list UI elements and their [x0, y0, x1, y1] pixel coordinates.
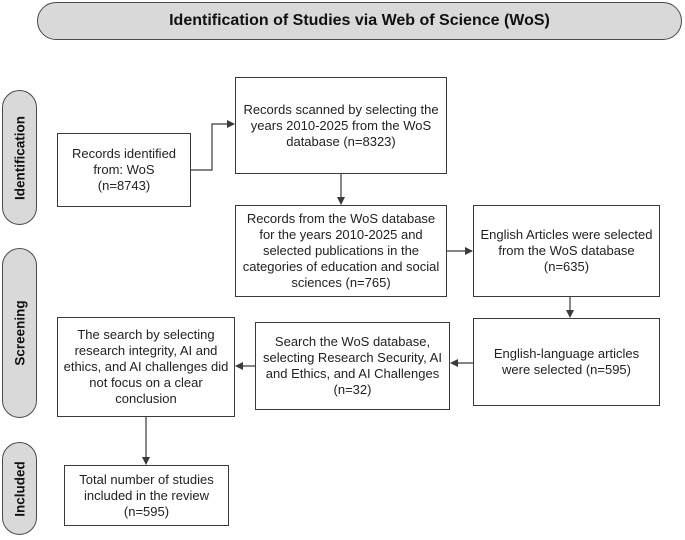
box-total-included: Total number of studies included in the …: [64, 465, 229, 526]
box-english-articles: English Articles were selected from the …: [473, 205, 660, 297]
box-english-language: English-language articles were selected …: [473, 318, 660, 406]
box-search-wos: Search the WoS database, selecting Resea…: [255, 322, 450, 410]
box-english-articles-text: English Articles were selected from the …: [480, 227, 653, 274]
box-search-selecting: The search by selecting research integri…: [57, 317, 235, 417]
box-records-identified: Records identified from: WoS (n=8743): [57, 133, 191, 207]
arrow-identified-to-scanned: [191, 120, 235, 171]
box-total-included-text: Total number of studies included in the …: [79, 471, 214, 519]
box-records-identified-text: Records identified from: WoS (n=8743): [71, 146, 177, 193]
box-search-selecting-text: The search by selecting research integri…: [63, 327, 229, 406]
phase-screening: Screening: [2, 248, 37, 418]
box-records-education-text: Records from the WoS database for the ye…: [242, 211, 440, 290]
phase-identification: Identification: [2, 90, 37, 225]
diagram-title-text: Identification of Studies via Web of Sci…: [169, 12, 550, 29]
diagram-title: Identification of Studies via Web of Sci…: [37, 2, 682, 40]
box-records-scanned: Records scanned by selecting the years 2…: [235, 77, 447, 174]
phase-included: Included: [2, 442, 37, 535]
box-english-language-text: English-language articles were selected …: [493, 346, 640, 377]
box-search-wos-text: Search the WoS database, selecting Resea…: [263, 334, 442, 397]
box-records-scanned-text: Records scanned by selecting the years 2…: [243, 101, 439, 149]
box-records-education: Records from the WoS database for the ye…: [235, 205, 447, 297]
